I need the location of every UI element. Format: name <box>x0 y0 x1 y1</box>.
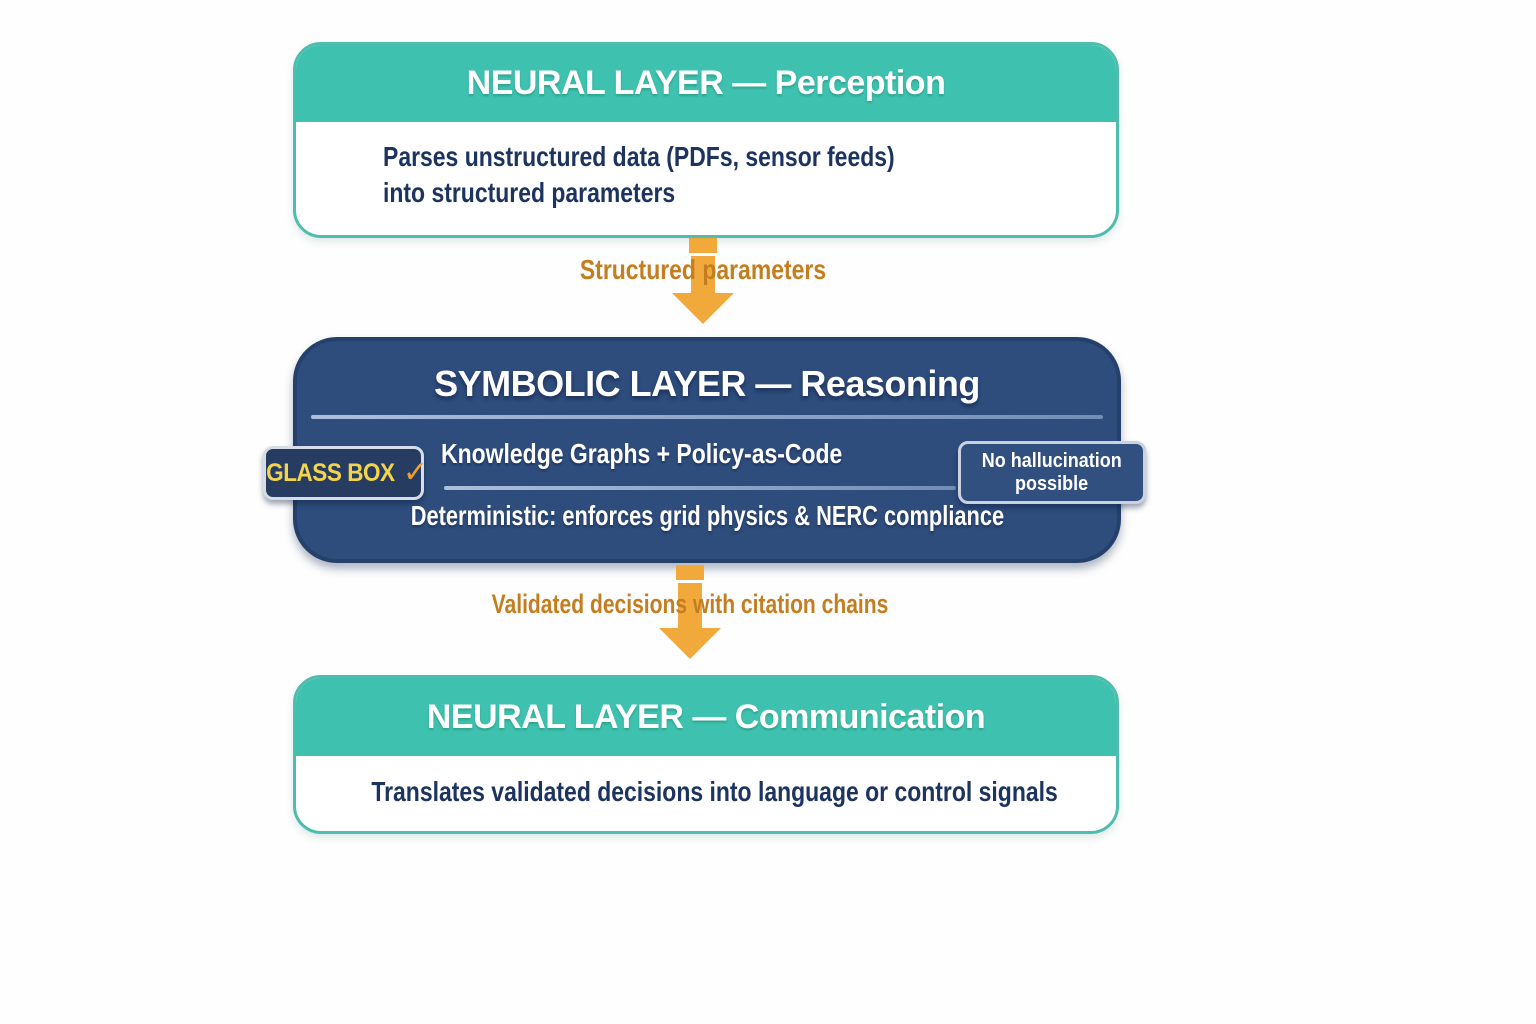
glass-box-badge-label: GLASS BOX <box>266 458 395 487</box>
symbolic-row-deterministic-text: Deterministic: enforces grid physics & N… <box>410 500 1004 531</box>
arrow-perception-to-symbolic: Structured parameters <box>580 238 826 326</box>
symbolic-divider-bottom <box>444 486 956 490</box>
no-hallucination-badge: No hallucination possible <box>958 441 1146 504</box>
glass-box-badge: GLASS BOX ✓ <box>263 446 428 500</box>
communication-body: Translates validated decisions into lang… <box>296 756 1116 808</box>
communication-body-text: Translates validated decisions into lang… <box>371 776 1058 807</box>
checkmark-icon: ✓ <box>402 456 428 489</box>
communication-header: NEURAL LAYER — Communication <box>296 678 1116 756</box>
symbolic-row-deterministic: Deterministic: enforces grid physics & N… <box>297 500 1117 532</box>
communication-title: NEURAL LAYER — Communication <box>426 697 986 736</box>
no-hallucination-line2: possible <box>1015 472 1089 495</box>
down-arrow-shaft <box>678 583 702 629</box>
symbolic-row-knowledge-text: Knowledge Graphs + Policy-as-Code <box>441 438 843 469</box>
perception-layer-box: NEURAL LAYER — Perception Parses unstruc… <box>293 42 1119 238</box>
perception-title: NEURAL LAYER — Perception <box>466 64 946 102</box>
perception-body-line1: Parses unstructured data (PDFs, sensor f… <box>383 141 895 172</box>
symbolic-title: SYMBOLIC LAYER — Reasoning <box>434 363 980 404</box>
perception-body-line2: into structured parameters <box>383 177 676 208</box>
symbolic-row-knowledge: Knowledge Graphs + Policy-as-Code <box>382 438 902 470</box>
perception-header: NEURAL LAYER — Perception <box>296 45 1116 122</box>
down-arrow-head-icon <box>672 293 734 324</box>
symbolic-divider-top <box>311 415 1103 419</box>
perception-body: Parses unstructured data (PDFs, sensor f… <box>296 122 1116 211</box>
arrow-symbolic-to-communication: Validated decisions with citation chains <box>492 565 888 660</box>
arrow2-label: Validated decisions with citation chains <box>491 589 889 619</box>
arrow1-label: Structured parameters <box>579 254 827 285</box>
down-arrow-stub <box>689 238 717 253</box>
communication-layer-box: NEURAL LAYER — Communication Translates … <box>293 675 1119 834</box>
no-hallucination-line1: No hallucination <box>981 449 1123 472</box>
down-arrow-stub <box>676 565 704 580</box>
down-arrow-head-icon <box>659 628 721 659</box>
down-arrow-shaft <box>691 256 715 296</box>
